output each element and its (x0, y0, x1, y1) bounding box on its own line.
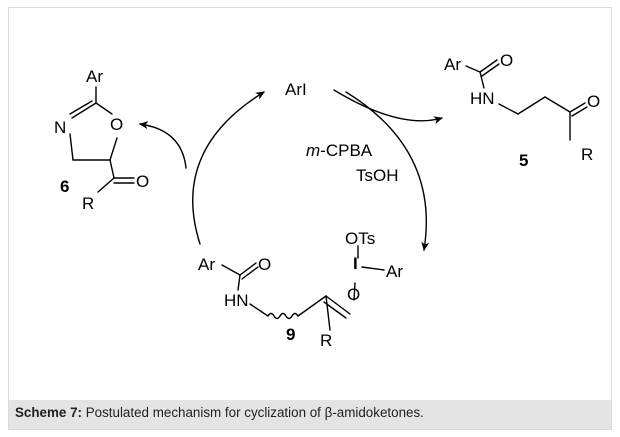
compound-5-r: R (581, 145, 593, 164)
compound-9-ots: OTs (345, 229, 375, 248)
compound-6-number: 6 (60, 177, 69, 196)
compound-6-r: R (82, 194, 94, 213)
compound-5-bonds (465, 59, 588, 141)
compound-9-enol-oxygen: O (347, 285, 360, 304)
compound-6-ar: Ar (86, 67, 103, 86)
scheme-caption: Scheme 7: Postulated mechanism for cycli… (9, 400, 611, 429)
compound-9-number: 9 (286, 325, 295, 344)
compound-9-ar: Ar (198, 255, 215, 274)
scheme-frame (8, 7, 612, 430)
compound-6-ring-oxygen: O (110, 115, 123, 134)
oxidant-label: m-CPBA (306, 141, 373, 160)
compound-5-amide-oxygen: O (500, 51, 513, 70)
catalyst-label: ArI (285, 80, 307, 99)
compound-9-bonds (221, 245, 385, 331)
compound-5-hn: HN (470, 89, 495, 108)
caption-text: Postulated mechanism for cyclization of … (82, 405, 424, 420)
cycle-labels: ArI m-CPBA TsOH (285, 80, 399, 185)
compound-9-iodine-ar: Ar (386, 262, 403, 281)
compound-9-r: R (320, 331, 332, 350)
compound-6-bonds (69, 86, 135, 193)
compound-9-iodine: I (353, 254, 358, 273)
caption-label: Scheme 7: (15, 405, 82, 420)
compound-5-ar: Ar (444, 55, 461, 74)
catalytic-cycle-arrows (139, 89, 443, 251)
reaction-scheme: Ar O HN O R 5 Ar N O O R 6 Ar O HN O R 9… (54, 51, 600, 350)
compound-6-nitrogen: N (54, 118, 66, 137)
compound-6-ketone-oxygen: O (136, 172, 149, 191)
compound-6: Ar N O O R 6 (54, 67, 149, 213)
compound-9-hn: HN (224, 291, 249, 310)
compound-5-number: 5 (519, 151, 528, 170)
compound-5-ketone-oxygen: O (587, 92, 600, 111)
acid-label: TsOH (356, 166, 399, 185)
compound-5: Ar O HN O R 5 (444, 51, 600, 170)
compound-9-amide-oxygen: O (258, 255, 271, 274)
compound-9: Ar O HN O R 9 OTs I Ar (198, 229, 403, 350)
